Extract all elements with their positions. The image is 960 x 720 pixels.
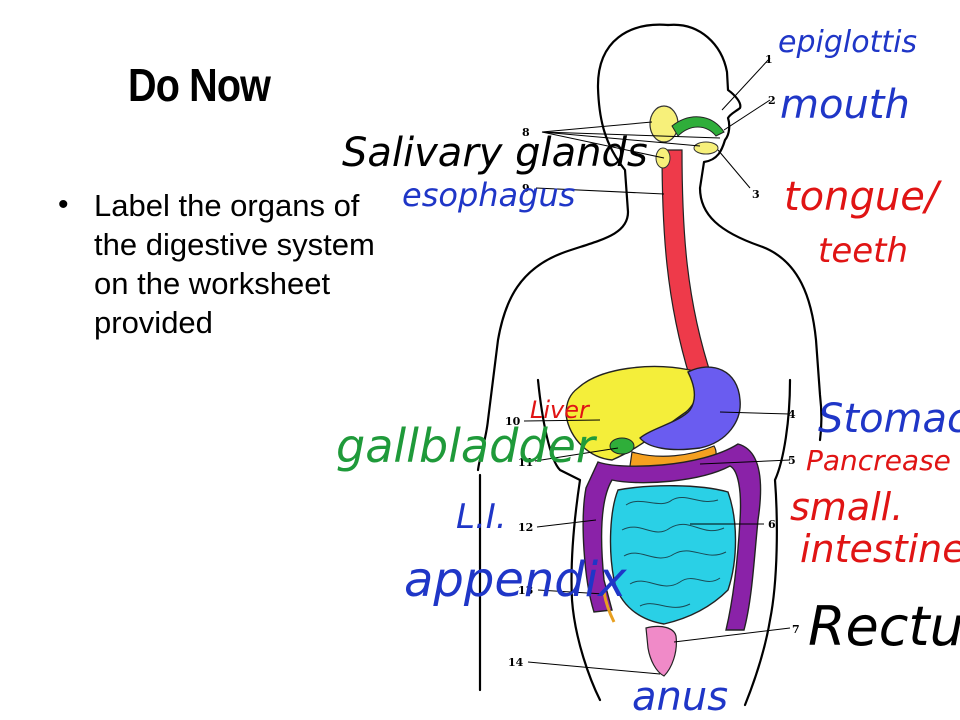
mouth-tongue [671, 116, 725, 137]
number-3: 3 [752, 188, 760, 201]
appendix [602, 591, 616, 623]
number-11: 11 [518, 456, 533, 469]
label-salivary-glands: Salivary glands [342, 130, 648, 176]
number-7: 7 [792, 623, 800, 636]
label-tongue-teeth-line1: tongue/ [784, 174, 943, 220]
label-rectum: Rectum [808, 595, 960, 658]
number-4: 4 [788, 408, 796, 421]
number-2: 2 [768, 94, 776, 107]
label-liver: Liver [530, 396, 591, 424]
small-intestine-coils [621, 496, 727, 608]
rectum [645, 625, 677, 677]
label-pancrease: Pancrease [806, 444, 951, 477]
label-stomach: Stomach [818, 396, 960, 442]
body-outline [476, 23, 823, 707]
stomach [639, 366, 741, 451]
number-6: 6 [768, 518, 776, 531]
number-10: 10 [505, 415, 521, 428]
number-12: 12 [518, 521, 533, 534]
label-esophagus: esophagus [402, 176, 575, 214]
bullet-text: Label the organs of the digestive system… [94, 188, 375, 340]
label-large-intestine: L.I. [456, 497, 507, 537]
label-small-intestine-line1: small. [790, 485, 903, 529]
bullet-dot: • [58, 188, 69, 221]
number-14: 14 [508, 656, 524, 669]
label-appendix: appendix [404, 552, 627, 608]
label-mouth: mouth [780, 82, 910, 128]
label-tongue-teeth-line2: teeth [818, 231, 908, 271]
leader-lines [523, 57, 791, 675]
number-8: 8 [522, 126, 530, 139]
number-5: 5 [788, 454, 796, 467]
label-anus: anus [632, 674, 728, 720]
label-tongue-teeth: tongue/ teeth [784, 174, 951, 271]
esophagus [661, 149, 713, 379]
teeth [693, 141, 719, 155]
number-13: 13 [518, 584, 533, 597]
handwritten-labels: epiglottis mouth tongue/ teeth Salivary … [336, 25, 960, 720]
label-small-intestine-line2: intestine [800, 527, 960, 571]
label-gallbladder: gallbladder [336, 419, 598, 473]
number-1: 1 [765, 53, 773, 66]
diagram-numbers: 1 2 3 4 5 6 7 8 9 10 11 12 13 14 [505, 53, 800, 669]
slide-title: Do Now [128, 59, 271, 111]
label-epiglottis: epiglottis [778, 25, 917, 60]
label-small-intestine: small. intestine [790, 485, 960, 571]
number-9: 9 [522, 182, 530, 195]
gallbladder [609, 437, 635, 455]
